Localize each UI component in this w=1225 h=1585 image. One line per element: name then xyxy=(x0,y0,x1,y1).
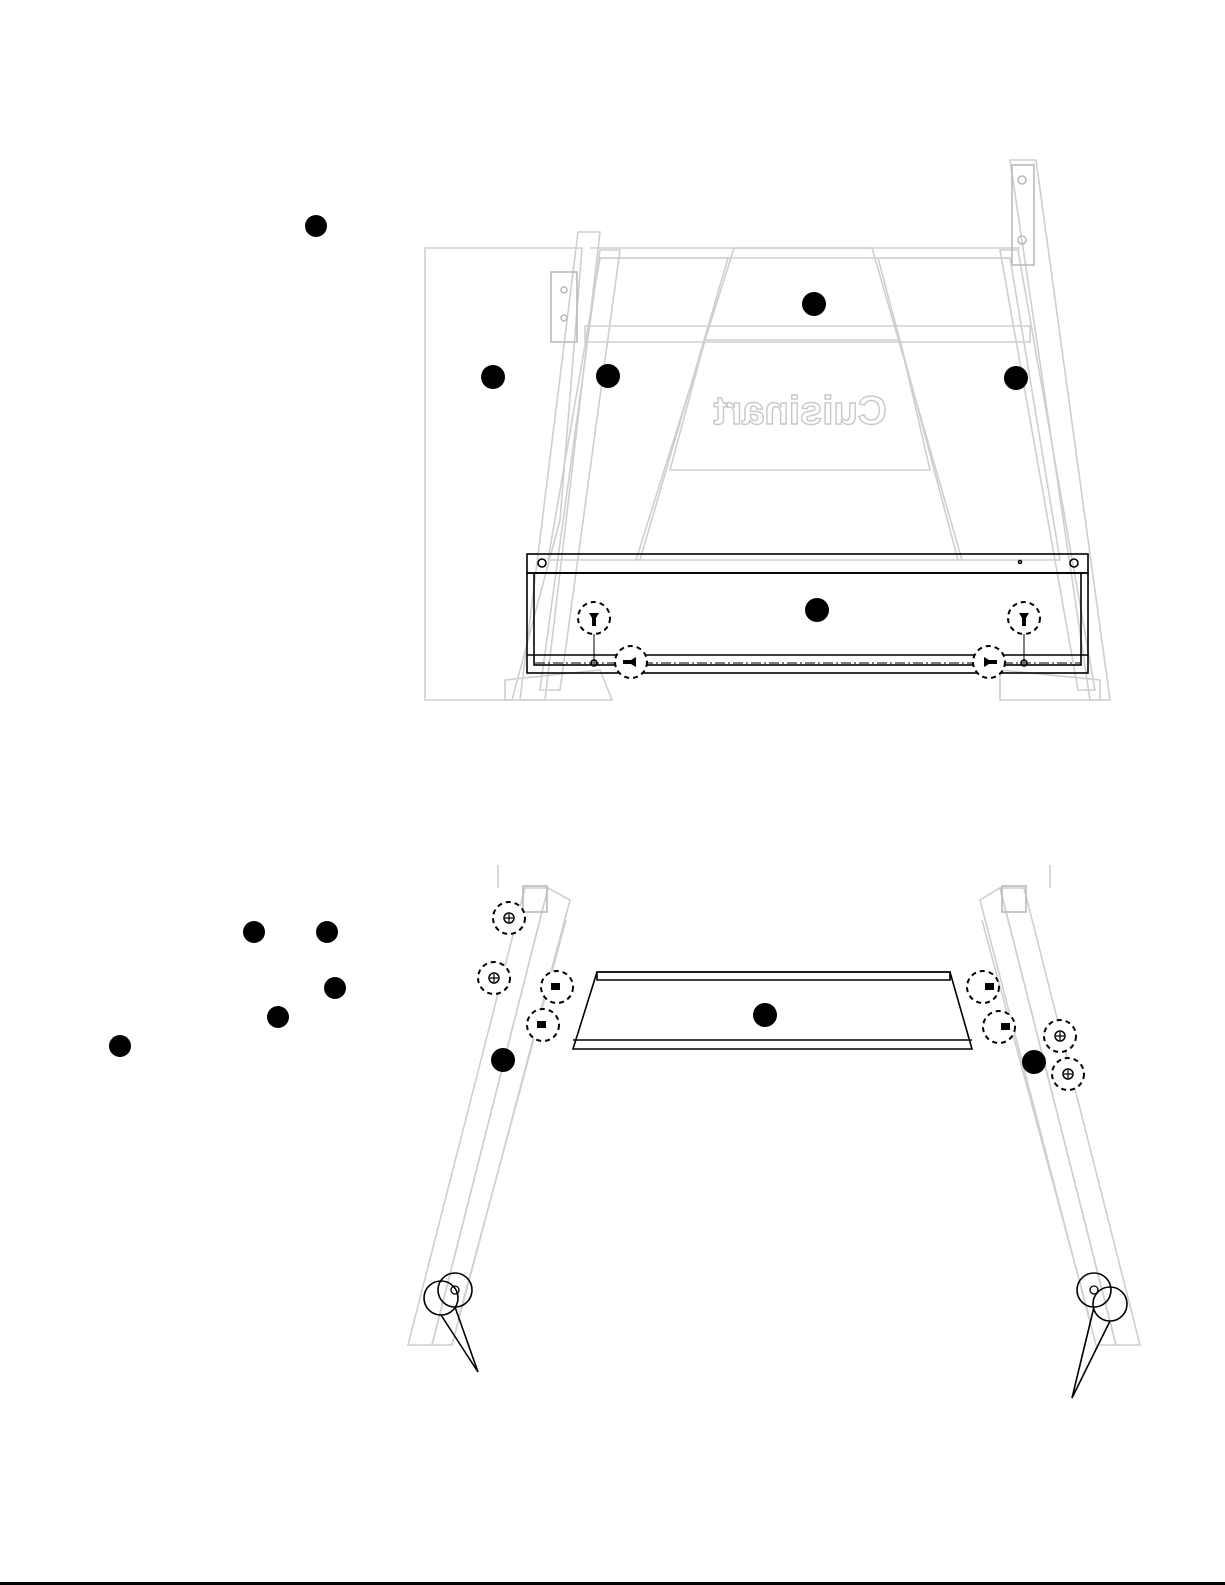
screw-callout xyxy=(527,1009,559,1041)
step2-wheel-callouts xyxy=(424,1273,1127,1398)
right-foot xyxy=(1000,670,1100,700)
screw-callout xyxy=(973,646,1005,678)
part-callout-left-leg xyxy=(596,364,620,388)
leader-line xyxy=(1072,1307,1094,1398)
leader-line xyxy=(1072,1321,1110,1398)
step2-instruction-marker-5 xyxy=(109,1035,131,1057)
left-inner-panel xyxy=(548,258,728,560)
step2-instruction-marker-4 xyxy=(267,1006,289,1028)
screw-callout xyxy=(983,1011,1015,1043)
screw-icon xyxy=(551,983,560,990)
bolt-callout xyxy=(493,902,525,934)
screw-callout xyxy=(1008,602,1040,634)
step1-instruction-area xyxy=(305,215,327,237)
step2-part-callouts xyxy=(491,1003,1046,1074)
right-inner-panel xyxy=(878,258,1060,560)
part-callout-left-side-panel xyxy=(481,365,505,389)
part-callout-center-panel xyxy=(802,292,826,316)
wheel-callout-right xyxy=(1072,1273,1127,1398)
axle-icon xyxy=(1090,1286,1098,1294)
step2-instruction-marker-3 xyxy=(324,977,346,999)
left-side-panel xyxy=(425,248,582,700)
left-leg xyxy=(408,888,548,1345)
screw-callout xyxy=(615,646,647,678)
screw-callout xyxy=(967,971,999,1003)
screw-icon xyxy=(985,983,994,990)
step2-screw-callouts xyxy=(478,902,1084,1090)
part-callout-right-leg xyxy=(1004,366,1028,390)
bolt-callout xyxy=(1052,1058,1084,1090)
step2-legs xyxy=(408,865,1140,1345)
part-callout-left-leg xyxy=(491,1048,515,1072)
step2-instruction-marker-1 xyxy=(243,921,265,943)
leader-line xyxy=(441,1315,478,1372)
right-hinge-hole xyxy=(1018,176,1026,184)
front-panel-hole-left xyxy=(538,559,546,567)
step2-instruction-marker-2 xyxy=(316,921,338,943)
screw-callout xyxy=(578,602,610,634)
screw-icon xyxy=(1001,1023,1010,1030)
part-callout-right-leg xyxy=(1022,1050,1046,1074)
screw-callout xyxy=(541,971,573,1003)
step1-instruction-marker-1 xyxy=(305,215,327,237)
left-hinge-hole xyxy=(561,315,567,321)
left-leg-outer xyxy=(432,888,570,1345)
step2-instruction-area xyxy=(109,921,346,1057)
left-hinge-hole xyxy=(561,287,567,293)
bolt-callout xyxy=(478,962,510,994)
brand-logo: Cuisinart xyxy=(713,389,886,433)
left-hinge-bracket xyxy=(551,272,577,342)
part-callout-bottom-shelf xyxy=(753,1003,777,1027)
front-panel-top-flange xyxy=(527,554,1088,573)
bolt-callout xyxy=(1044,1020,1076,1052)
front-panel-hole-mid xyxy=(1019,561,1022,564)
bottom-shelf-lip xyxy=(597,972,950,980)
right-leg xyxy=(1000,888,1140,1345)
leader-line xyxy=(455,1307,478,1372)
right-leg-outer xyxy=(980,888,1116,1345)
wheel-callout-left xyxy=(424,1273,478,1372)
part-callout-front-panel xyxy=(805,598,829,622)
screw-icon xyxy=(537,1021,546,1028)
